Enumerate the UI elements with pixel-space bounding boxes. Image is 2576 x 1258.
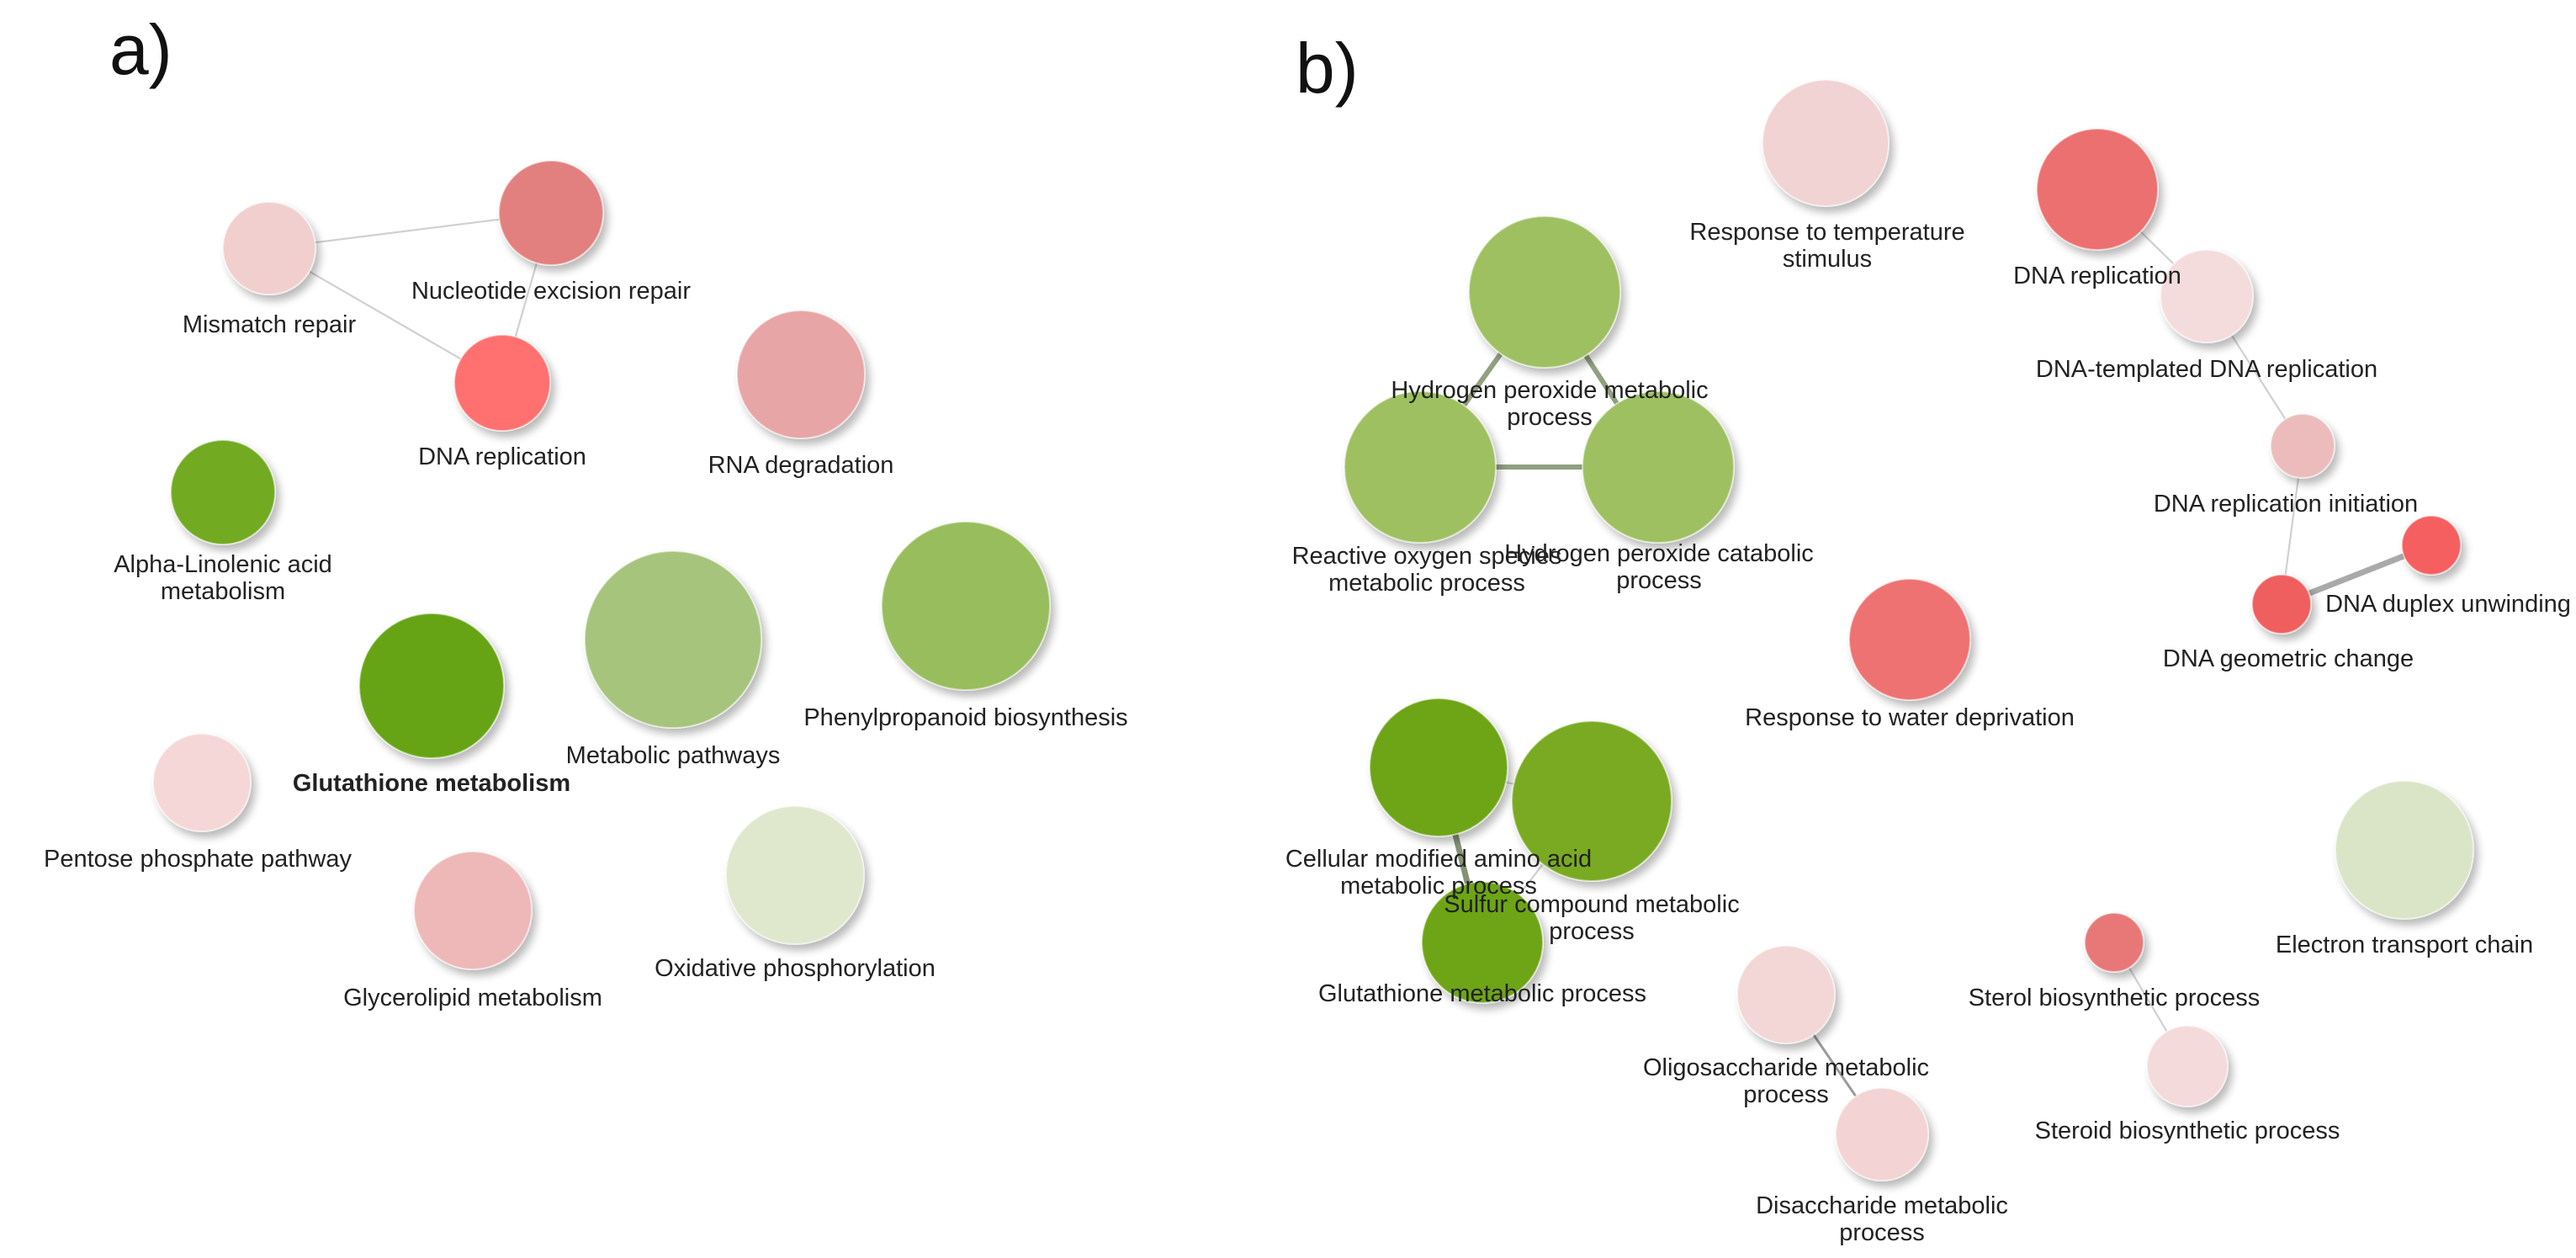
node-duplex[interactable]: [2401, 515, 2462, 576]
node-phenyl[interactable]: [881, 521, 1051, 691]
node-gluproc[interactable]: [1421, 881, 1544, 1004]
node-label-glut: Glutathione metabolism: [293, 770, 570, 797]
node-label-disacc: process: [1839, 1219, 1925, 1246]
node-h2o2cat[interactable]: [1582, 390, 1735, 544]
node-label-gluproc: Glutathione metabolic process: [1318, 980, 1646, 1007]
node-label-h2o2cat: Hydrogen peroxide catabolic: [1504, 540, 1814, 567]
node-glycero[interactable]: [413, 851, 533, 970]
node-label-steroid: Steroid biosynthetic process: [2035, 1117, 2340, 1144]
node-etc[interactable]: [2335, 780, 2474, 920]
node-label-sulfur: Sulfur compound metabolic: [1444, 891, 1739, 918]
node-label-disacc: Disaccharide metabolic: [1756, 1192, 2008, 1219]
node-dnarep2[interactable]: [2036, 128, 2159, 251]
node-label-cellmod: metabolic process: [1340, 873, 1537, 900]
node-label-oxphos: Oxidative phosphorylation: [655, 955, 936, 982]
node-label-ros: Reactive oxygen species: [1292, 543, 1562, 570]
panel-letter-1: b): [1296, 29, 1359, 108]
node-label-geom: DNA geometric change: [2163, 645, 2414, 672]
node-label-ner: Nucleotide excision repair: [411, 278, 691, 305]
node-disacc[interactable]: [1835, 1087, 1929, 1181]
node-label-dnatemp: DNA-templated DNA replication: [2036, 356, 2377, 383]
node-label-rnadeg: RNA degradation: [708, 452, 894, 479]
node-label-alpha: Alpha-Linolenic acid: [114, 551, 332, 578]
node-dnatemp[interactable]: [2160, 249, 2254, 343]
node-label-sterol: Sterol biosynthetic process: [1969, 985, 2261, 1011]
node-label-sulfur: process: [1549, 918, 1635, 945]
node-init[interactable]: [2270, 413, 2335, 479]
node-label-etc: Electron transport chain: [2276, 932, 2533, 958]
node-geom[interactable]: [2251, 574, 2312, 634]
node-label-h2o2met: process: [1507, 404, 1593, 431]
node-label-h2o2cat: process: [1616, 567, 1702, 594]
node-sterol[interactable]: [2084, 912, 2144, 973]
node-label-duplex: DNA duplex unwinding: [2325, 591, 2571, 618]
node-ros[interactable]: [1344, 390, 1497, 544]
node-label-alpha: metabolism: [161, 578, 285, 605]
node-label-temp: stimulus: [1783, 246, 1872, 273]
node-label-mismatch: Mismatch repair: [183, 311, 357, 338]
node-rnadeg[interactable]: [736, 310, 866, 439]
node-label-phenyl: Phenylpropanoid biosynthesis: [803, 704, 1127, 731]
node-temp[interactable]: [1762, 79, 1890, 207]
node-steroid[interactable]: [2146, 1025, 2229, 1107]
node-label-temp: Response to temperature: [1689, 219, 1964, 246]
node-label-water: Response to water deprivation: [1745, 704, 2075, 731]
node-label-ros: metabolic process: [1328, 570, 1525, 597]
node-ner[interactable]: [498, 160, 604, 266]
node-pentose[interactable]: [152, 733, 252, 832]
node-glut[interactable]: [358, 613, 505, 759]
node-label-glycero: Glycerolipid metabolism: [343, 985, 602, 1011]
node-oxphos[interactable]: [725, 805, 865, 945]
node-label-dnarep2: DNA replication: [2013, 263, 2181, 289]
panel-letter-0: a): [109, 10, 172, 89]
node-water[interactable]: [1848, 578, 1971, 701]
node-label-init: DNA replication initiation: [2154, 491, 2418, 518]
node-mismatch[interactable]: [222, 201, 316, 295]
node-h2o2met[interactable]: [1468, 215, 1621, 369]
node-sulfur[interactable]: [1511, 720, 1672, 882]
node-label-oligo: Oligosaccharide metabolic: [1643, 1054, 1929, 1081]
node-label-dnarep: DNA replication: [418, 443, 586, 470]
node-label-pentose: Pentose phosphate pathway: [44, 846, 352, 873]
node-alpha[interactable]: [170, 439, 276, 545]
node-label-oligo: process: [1743, 1081, 1829, 1108]
node-label-metab: Metabolic pathways: [566, 742, 781, 769]
node-label-h2o2met: Hydrogen peroxide metabolic: [1391, 377, 1708, 404]
node-cellmod[interactable]: [1369, 698, 1508, 837]
node-dnarep[interactable]: [453, 334, 551, 432]
node-metab[interactable]: [584, 550, 762, 729]
node-oligo[interactable]: [1736, 945, 1836, 1044]
node-label-cellmod: Cellular modified amino acid: [1285, 846, 1592, 873]
